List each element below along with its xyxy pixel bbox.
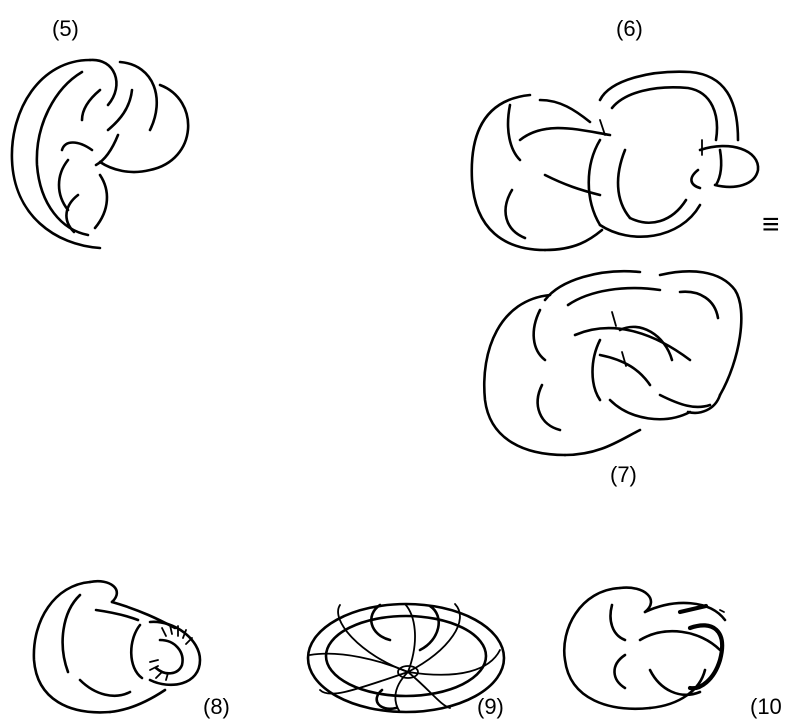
knot-diagram-8 [34, 581, 200, 712]
knot-diagram-6 [472, 72, 758, 250]
knot-diagram-9 [308, 604, 504, 712]
knot-diagram-10 [564, 588, 725, 709]
knot-diagram-5 [12, 60, 188, 248]
knot-diagram-7 [484, 271, 741, 455]
